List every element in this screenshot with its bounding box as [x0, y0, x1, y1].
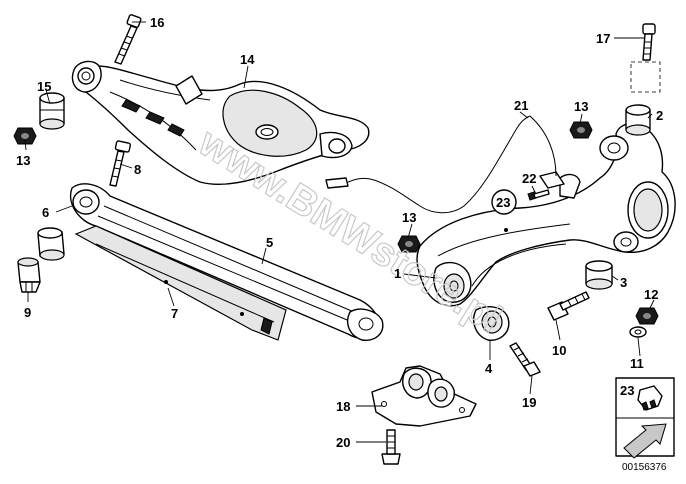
callout-21: 21: [514, 98, 528, 113]
trailing-link-5[interactable]: [69, 183, 384, 341]
callout-13-left: 13: [16, 153, 30, 168]
callout-20: 20: [336, 435, 350, 450]
nut-13-right[interactable]: [569, 121, 593, 139]
nut-13-middle[interactable]: [397, 235, 421, 253]
wheel-speed-sensor-21[interactable]: [325, 115, 565, 214]
diagram-code: 00156376: [622, 462, 667, 473]
callout-13-middle: 13: [402, 210, 416, 225]
callout-12: 12: [644, 287, 658, 302]
bolt-19[interactable]: [509, 342, 541, 377]
callout-22: 22: [522, 171, 536, 186]
callout-18: 18: [336, 399, 350, 414]
callout-10: 10: [552, 343, 566, 358]
callout-16: 16: [150, 15, 164, 30]
callout-23: 23: [496, 195, 510, 210]
mounting-bracket-18[interactable]: [371, 365, 477, 427]
rubber-mount-9[interactable]: [17, 257, 41, 293]
bolt-8[interactable]: [109, 140, 132, 187]
bolt-16[interactable]: [114, 14, 142, 65]
cover-strip-7[interactable]: [74, 225, 287, 341]
callout-14: 14: [240, 52, 255, 67]
bolt-20[interactable]: [381, 429, 401, 465]
bolt-17-dash-box: [630, 61, 661, 93]
callout-4: 4: [485, 361, 493, 376]
bolt-17[interactable]: [642, 23, 656, 61]
callout-6: 6: [42, 205, 49, 220]
callout-3: 3: [620, 275, 627, 290]
rubber-bushing-3[interactable]: [585, 260, 613, 290]
callout-17: 17: [596, 31, 610, 46]
callout-15: 15: [37, 79, 51, 94]
rubber-bushing-4[interactable]: [472, 306, 510, 341]
leader-lines: [24, 21, 655, 443]
callout-19: 19: [522, 395, 536, 410]
callout-13-right: 13: [574, 99, 588, 114]
rubber-bushing-15[interactable]: [39, 92, 65, 130]
wheel-carrier-1[interactable]: [416, 123, 676, 307]
callout-1: 1: [394, 266, 401, 281]
callout-8: 8: [134, 162, 141, 177]
legend-callout-23: 23: [620, 383, 634, 398]
callout-5: 5: [266, 235, 273, 250]
legend-box: [615, 377, 675, 459]
callout-circle-23: [491, 189, 517, 215]
nut-12[interactable]: [635, 307, 659, 325]
callout-7: 7: [171, 306, 178, 321]
nut-13-left[interactable]: [13, 127, 37, 145]
rubber-bushing-2[interactable]: [625, 104, 651, 136]
upper-control-arm-14[interactable]: [71, 60, 370, 186]
callout-9: 9: [24, 305, 31, 320]
callout-2: 2: [656, 108, 663, 123]
rubber-bushing-6[interactable]: [37, 227, 65, 261]
callout-11: 11: [630, 356, 644, 371]
bolt-10[interactable]: [547, 291, 590, 321]
bolt-22[interactable]: [527, 189, 550, 201]
washer-11[interactable]: [629, 326, 647, 338]
